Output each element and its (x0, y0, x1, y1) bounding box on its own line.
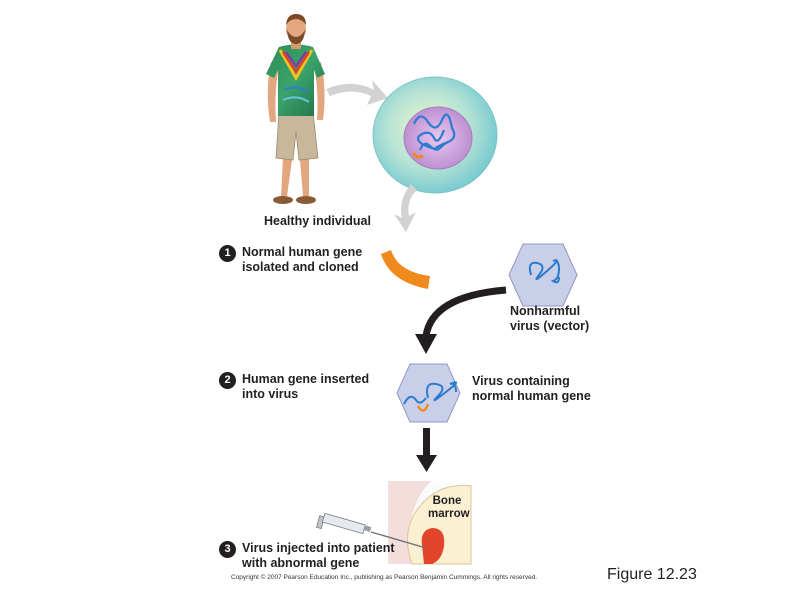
cloned-gene-fragment (381, 250, 430, 289)
recombinant-virus (396, 363, 461, 423)
step-3-line-1: Virus injected into patient (242, 541, 395, 555)
label-nonharmful-virus-line-2: virus (vector) (510, 319, 590, 333)
step-1-number: 1 (219, 245, 236, 262)
arrow-head-1 (415, 334, 437, 354)
arrow-vector-path (422, 286, 507, 337)
step-1: 1 Normal human gene isolated and cloned (219, 245, 362, 275)
label-nonharmful-virus-line-1: Nonharmful (510, 304, 581, 318)
label-healthy-individual: Healthy individual (264, 214, 371, 228)
step-2-line-2: into virus (242, 387, 299, 401)
label-bone-marrow: Bone marrow (428, 495, 470, 521)
label-virus-containing-gene: Virus containing normal human gene (472, 374, 591, 404)
copyright-notice: Copyright © 2007 Pearson Education Inc.,… (231, 574, 538, 581)
step-1-line-1: Normal human gene (242, 245, 363, 259)
syringe-illustration (315, 512, 427, 549)
label-bone-marrow-line-1: Bone (432, 495, 462, 507)
step-3: 3 Virus injected into patient with abnor… (219, 541, 395, 571)
arrow-shaft-2 (423, 428, 430, 456)
step-2-text: Human gene inserted into virus (242, 372, 369, 402)
step-3-number: 3 (219, 541, 236, 558)
label-bone-marrow-line-2: marrow (428, 508, 470, 520)
label-virus-containing-line-1: Virus containing (472, 374, 570, 388)
step-1-line-2: isolated and cloned (242, 260, 359, 274)
step-1-text: Normal human gene isolated and cloned (242, 245, 362, 275)
gray-arrow-to-cell (326, 80, 388, 105)
label-nonharmful-virus: Nonharmful virus (vector) (510, 304, 589, 334)
label-virus-containing-line-2: normal human gene (472, 389, 591, 403)
arrow-head-2 (416, 455, 437, 472)
healthy-individual-figure (266, 14, 325, 204)
figure-label: Figure 12.23 (607, 566, 697, 583)
step-3-line-2: with abnormal gene (242, 556, 360, 570)
gray-arrow-to-gene (394, 184, 417, 232)
step-2-line-1: Human gene inserted (242, 372, 370, 386)
step-3-text: Virus injected into patient with abnorma… (242, 541, 395, 571)
bone-marrow-panel (388, 481, 472, 565)
step-2-number: 2 (219, 372, 236, 389)
nonharmful-virus (508, 243, 578, 307)
cell-illustration (372, 76, 498, 194)
step-2: 2 Human gene inserted into virus (219, 372, 369, 402)
